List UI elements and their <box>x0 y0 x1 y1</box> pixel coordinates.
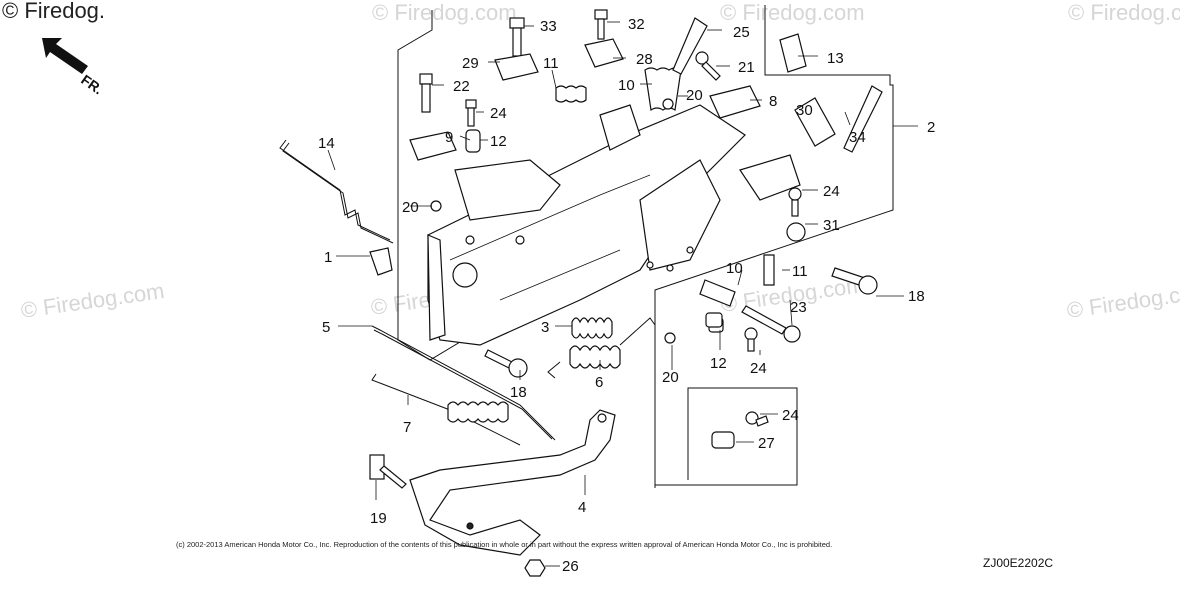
callout-20: 20 <box>662 369 679 386</box>
callout-5: 5 <box>322 319 330 336</box>
leader-lines <box>327 21 918 567</box>
callout-20: 20 <box>402 199 419 216</box>
callout-11: 11 <box>792 263 808 280</box>
spring <box>555 85 587 103</box>
choke-wire <box>279 139 391 241</box>
callout-28: 28 <box>636 51 653 68</box>
callout-3: 3 <box>541 319 549 336</box>
callout-4: 4 <box>578 499 586 516</box>
watermark: © Firedog.com <box>19 278 166 323</box>
screw <box>594 9 608 40</box>
spring <box>699 279 736 307</box>
callout-30: 30 <box>796 102 813 119</box>
callout-10: 10 <box>726 260 743 277</box>
callout-14: 14 <box>318 135 335 152</box>
front-direction-arrow-icon <box>42 38 88 74</box>
callout-6: 6 <box>595 374 603 391</box>
callout-34: 34 <box>849 129 866 146</box>
return-spring-small <box>571 317 613 339</box>
callout-33: 33 <box>540 18 557 35</box>
collar <box>779 33 807 73</box>
callout-23: 23 <box>790 299 807 316</box>
callout-26: 26 <box>562 558 579 575</box>
orientation-label: FR. <box>78 71 106 97</box>
callout-24: 24 <box>750 360 767 377</box>
screw <box>744 327 758 352</box>
long-bolt <box>843 85 883 153</box>
control-rod <box>373 329 553 440</box>
stopper <box>711 431 735 449</box>
watermark: © Firedog.com <box>1065 278 1180 323</box>
callout-1: 1 <box>324 249 332 266</box>
callout-12: 12 <box>490 133 507 150</box>
assembly-boundary-line <box>397 10 501 361</box>
watermark: © Firedog.com <box>372 0 517 25</box>
control-lever <box>409 409 616 556</box>
long-bolt <box>741 305 801 343</box>
watermark-top-left: © Firedog. <box>2 0 105 23</box>
e-clip <box>430 200 442 212</box>
callout-27: 27 <box>758 435 775 452</box>
screw <box>788 187 802 217</box>
callout-8: 8 <box>769 93 777 110</box>
cable-clamp <box>584 38 624 68</box>
long-bolt <box>672 17 708 75</box>
callout-7: 7 <box>403 419 411 436</box>
cap-nut <box>786 222 806 242</box>
callout-32: 32 <box>628 16 645 33</box>
nut <box>524 559 546 577</box>
e-clip <box>662 98 674 110</box>
watermark: © Firedog.com <box>1068 0 1180 25</box>
bolt <box>509 17 525 57</box>
callout-24: 24 <box>823 183 840 200</box>
collar <box>705 312 723 328</box>
callout-2: 2 <box>927 119 935 136</box>
control-base-bracket <box>427 104 801 346</box>
callout-29: 29 <box>462 55 479 72</box>
callout-10: 10 <box>618 77 635 94</box>
diagram-code: ZJ00E2202C <box>983 556 1053 570</box>
governor-spring <box>547 317 656 379</box>
callout-13: 13 <box>827 50 844 67</box>
choke-wire <box>282 142 394 244</box>
callout-9: 9 <box>445 129 453 146</box>
callout-18: 18 <box>908 288 925 305</box>
callout-20: 20 <box>686 87 703 104</box>
callout-18: 18 <box>510 384 527 401</box>
callout-24: 24 <box>490 105 507 122</box>
callout-22: 22 <box>453 78 470 95</box>
flange-bolt <box>831 267 878 295</box>
callout-11: 11 <box>543 55 559 72</box>
cable-clamp <box>494 53 539 81</box>
e-clip <box>664 332 676 344</box>
spring <box>794 97 836 147</box>
watermark: © Firedog.com <box>720 0 865 25</box>
copyright-notice: (c) 2002-2013 American Honda Motor Co., … <box>176 540 832 549</box>
callout-31: 31 <box>823 217 840 234</box>
cable-spring <box>371 373 521 446</box>
flange-bolt <box>484 349 528 378</box>
wire-clip <box>369 247 393 276</box>
spring <box>763 254 775 286</box>
screw <box>745 411 769 427</box>
cable-clamp <box>409 131 457 161</box>
callout-21: 21 <box>738 59 755 76</box>
cable-clamp <box>709 85 761 119</box>
screw <box>465 99 477 127</box>
screw <box>695 51 721 81</box>
callout-19: 19 <box>370 510 387 527</box>
callout-12: 12 <box>710 355 727 372</box>
assembly-boundary-line <box>654 5 894 486</box>
control-rod <box>371 325 556 441</box>
callout-24: 24 <box>782 407 799 424</box>
bolt <box>419 73 433 113</box>
collar <box>465 129 481 153</box>
callout-25: 25 <box>733 24 750 41</box>
bolt <box>369 454 407 489</box>
